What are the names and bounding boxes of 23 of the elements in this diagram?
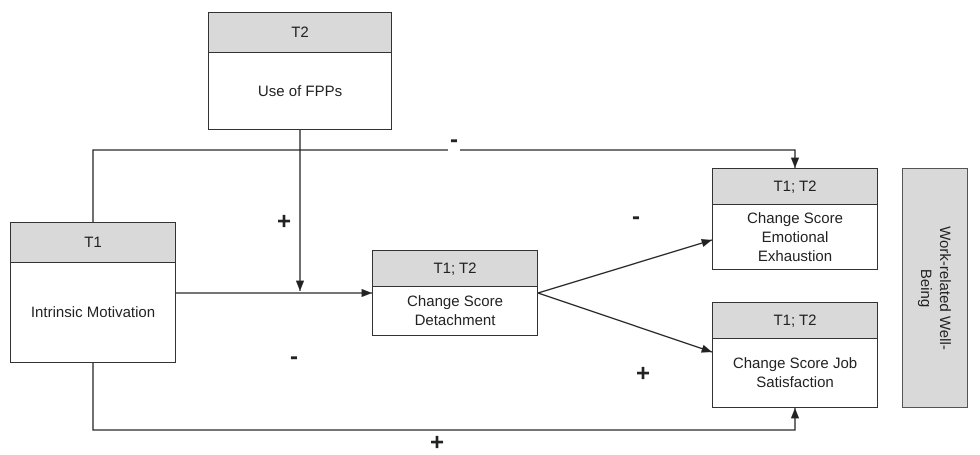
variable-label: Use of FPPs — [256, 82, 344, 102]
time-header: T1; T2 — [713, 169, 877, 205]
variable-label: Change Score Emotional Exhaustion — [746, 209, 844, 267]
variable-box — [372, 250, 538, 336]
variable-box — [208, 12, 392, 130]
variable-label: Change Score Job Satisfaction — [732, 354, 858, 393]
group-label: Work-related Well-Being — [916, 225, 954, 352]
arrow — [538, 292, 712, 353]
arrow — [538, 239, 712, 294]
time-header: T1; T2 — [373, 251, 537, 287]
time-header: T1 — [11, 223, 175, 263]
time-header: T2 — [209, 13, 391, 53]
time-header: T1; T2 — [713, 303, 877, 339]
arrow — [176, 288, 372, 298]
variable-box — [712, 168, 878, 270]
variable-box — [712, 302, 878, 408]
variable-label: Intrinsic Motivation — [30, 303, 156, 323]
variable-label: Change Score Detachment — [406, 292, 504, 331]
variable-box — [10, 222, 176, 363]
arrow — [92, 149, 800, 222]
arrow — [92, 363, 800, 431]
group-box — [902, 168, 968, 408]
arrow — [296, 130, 304, 291]
